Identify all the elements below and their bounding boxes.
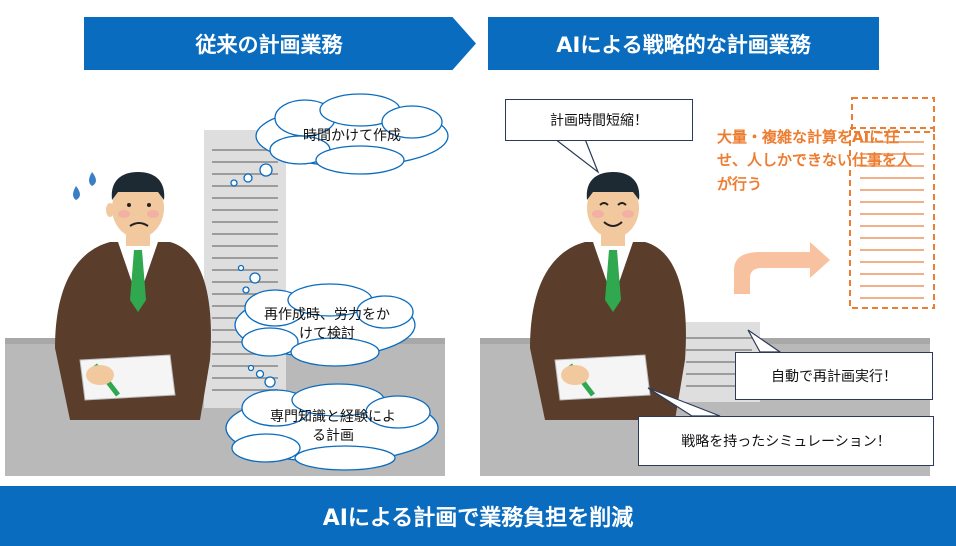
left-scene — [5, 93, 449, 476]
thought-bubble-1 — [230, 93, 449, 187]
footer-banner: AIによる計画で業務負担を削減 — [0, 486, 956, 546]
callout-time-saving: 計画時間短縮！ — [505, 99, 693, 141]
smiling-businessman — [530, 172, 686, 420]
paper-stack-lines — [212, 149, 278, 391]
callout-top-tail — [553, 138, 600, 174]
ai-note: 大量・複雑な計算をAIに任せ、人しかできない仕事を人が行う — [717, 128, 913, 193]
thought-bubble-2 — [234, 264, 416, 367]
callout-simulation-text: 戦略を持ったシミュレーション！ — [681, 434, 891, 450]
footer-label: AIによる計画で業務負担を削減 — [322, 506, 634, 531]
header-left-arrow: 従来の計画業務 — [84, 17, 476, 70]
sweat-drop-icon — [73, 186, 80, 200]
callout-auto-replan: 自動で再計画実行！ — [735, 352, 933, 400]
callout-time-saving-text: 計画時間短縮！ — [550, 113, 648, 129]
ai-document-dashed — [849, 97, 935, 309]
callout-simulation: 戦略を持ったシミュレーション！ — [638, 416, 934, 466]
arrow-to-ai-icon — [734, 242, 830, 294]
bubble-text-1: 時間かけて作成 — [303, 128, 401, 144]
header-left-label: 従来の計画業務 — [195, 32, 343, 57]
bubble-text-3: 専門知識と経験による計画 — [270, 409, 396, 444]
header-right-label: AIによる戦略的な計画業務 — [556, 32, 811, 57]
bubble-text-2: 再作成時、労力をかけて検討 — [264, 307, 390, 342]
callout-auto-replan-text: 自動で再計画実行！ — [771, 369, 897, 385]
sweat-drop-icon — [89, 172, 96, 186]
worried-businessman — [55, 172, 211, 420]
header-right: AIによる戦略的な計画業務 — [488, 17, 879, 70]
thought-bubble-3 — [225, 364, 439, 471]
